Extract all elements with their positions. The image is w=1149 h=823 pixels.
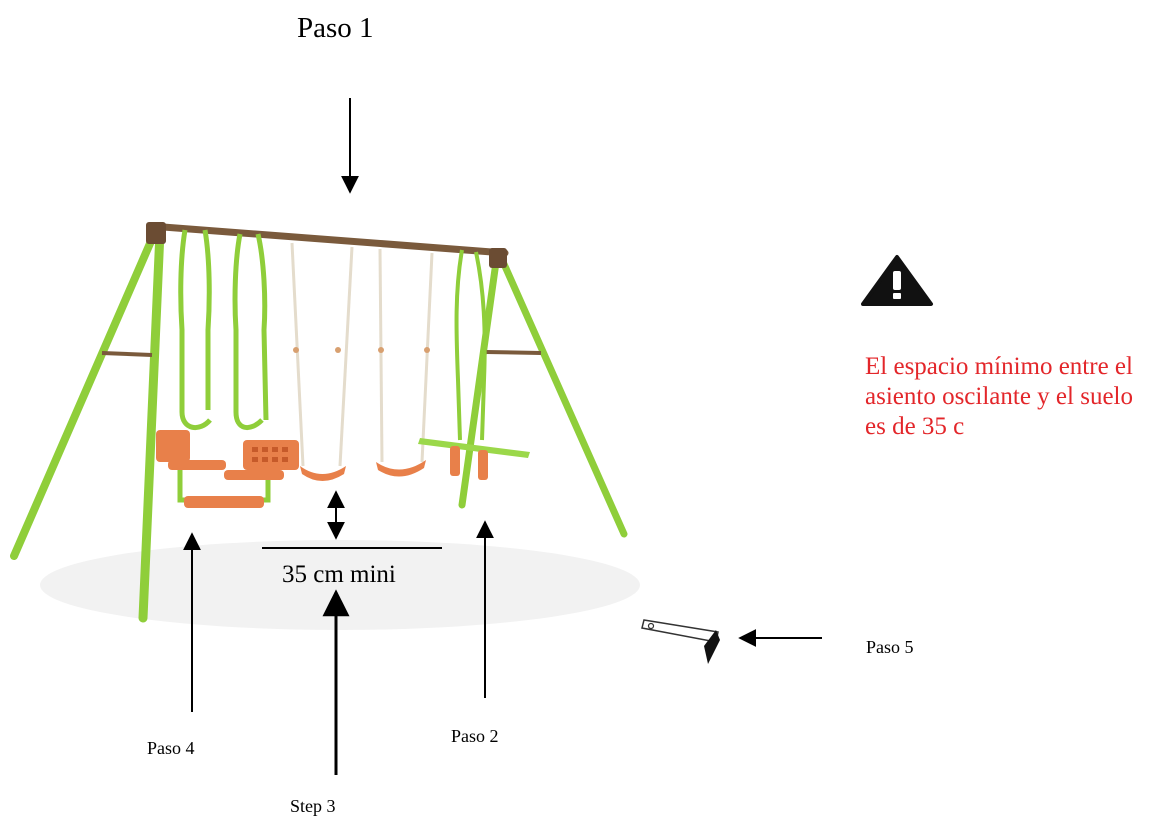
annotation-arrows <box>183 98 822 775</box>
left-back-leg <box>138 227 165 623</box>
warning-triangle-icon <box>861 255 933 306</box>
rope-swing-1 <box>290 242 354 481</box>
ground-anchor <box>641 619 720 664</box>
step3-label: Step 3 <box>290 796 336 816</box>
warning-text: El espacio mínimo entre el asiento oscil… <box>865 353 1133 440</box>
cross-braces <box>101 350 542 357</box>
top-beam <box>146 222 509 268</box>
step4-label: Paso 4 <box>147 738 195 758</box>
step2-label: Paso 2 <box>451 726 499 746</box>
step5-label: Paso 5 <box>866 637 914 657</box>
step1-label: Paso 1 <box>297 12 374 44</box>
right-front-leg <box>496 251 628 538</box>
right-back-leg <box>458 251 501 509</box>
seesaw-swing <box>418 249 530 480</box>
left-front-leg <box>10 228 159 560</box>
swing-frame <box>10 227 628 623</box>
rope-swing-2 <box>376 248 434 477</box>
glider-seat <box>156 229 299 508</box>
ground-shadow <box>40 540 640 630</box>
clearance-label: 35 cm mini <box>282 561 396 588</box>
